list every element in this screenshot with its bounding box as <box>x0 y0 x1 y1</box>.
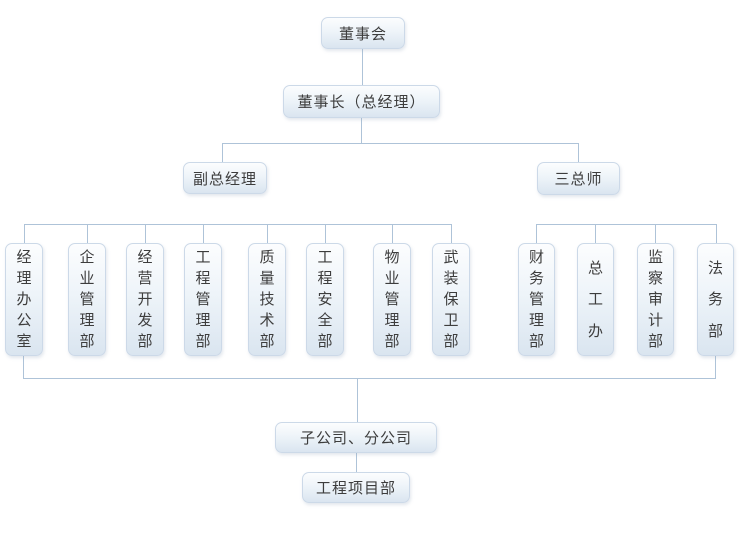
node-business-dev: 经营开发部 <box>126 243 164 356</box>
node-label: 法务部 <box>707 259 723 340</box>
node-label: 财务管理部 <box>528 249 544 350</box>
node-label: 经理办公室 <box>16 249 32 350</box>
node-three-chief-engineers: 三总师 <box>537 162 620 195</box>
connector-chiefs-drop <box>578 143 579 162</box>
node-chairman-general-manager: 董事长（总经理） <box>283 85 440 118</box>
connector-subsidiaries-drop <box>357 378 358 422</box>
node-engineering-safety: 工程安全部 <box>306 243 344 356</box>
connector-right-group-rail <box>536 224 716 225</box>
connector-right-tick-1 <box>536 224 537 243</box>
connector-left-tick-2 <box>87 224 88 243</box>
node-board-of-directors: 董事会 <box>321 17 405 49</box>
node-quality-tech: 质量技术部 <box>248 243 286 356</box>
connector-right-tick-2 <box>595 224 596 243</box>
node-property-mgmt: 物业管理部 <box>373 243 411 356</box>
connector-bottom-right-drop <box>715 354 716 378</box>
connector-left-group-rail <box>24 224 451 225</box>
connector-level2-rail <box>222 143 579 144</box>
node-label: 董事长（总经理） <box>297 94 426 111</box>
node-label: 物业管理部 <box>384 249 400 350</box>
connector-left-tick-8 <box>451 224 452 243</box>
node-label: 武装保卫部 <box>443 249 459 350</box>
node-label: 董事会 <box>338 25 387 43</box>
connector-left-tick-5 <box>267 224 268 243</box>
node-armed-security: 武装保卫部 <box>432 243 470 356</box>
connector-left-tick-7 <box>392 224 393 243</box>
connector-bottom-rail <box>23 378 716 379</box>
connector-right-tick-3 <box>655 224 656 243</box>
node-manager-office: 经理办公室 <box>5 243 43 356</box>
node-finance-mgmt: 财务管理部 <box>518 243 555 356</box>
node-subsidiaries-branches: 子公司、分公司 <box>275 422 437 453</box>
node-legal-affairs: 法务部 <box>697 243 734 356</box>
node-chief-engineer-office: 总工办 <box>577 243 614 356</box>
node-label: 工程安全部 <box>317 249 333 350</box>
node-label: 经营开发部 <box>137 249 153 350</box>
connector-deputy-drop <box>222 143 223 162</box>
connector-right-tick-4 <box>716 224 717 243</box>
connector-project-dept-drop <box>356 452 357 472</box>
connector-root-to-chairman <box>362 49 363 86</box>
connector-left-tick-6 <box>325 224 326 243</box>
node-label: 质量技术部 <box>259 249 275 350</box>
node-project-department: 工程项目部 <box>302 472 410 503</box>
node-label: 子公司、分公司 <box>299 430 412 447</box>
connector-bottom-left-drop <box>23 356 24 378</box>
connector-left-tick-1 <box>24 224 25 243</box>
node-label: 工程项目部 <box>315 480 396 497</box>
connector-left-tick-4 <box>203 224 204 243</box>
node-supervision-audit: 监察审计部 <box>637 243 674 356</box>
node-label: 工程管理部 <box>195 249 211 350</box>
node-label: 三总师 <box>554 171 603 188</box>
node-label: 监察审计部 <box>647 249 663 350</box>
node-label: 总工办 <box>587 259 603 340</box>
connector-chairman-drop <box>361 118 362 143</box>
node-engineering-mgmt: 工程管理部 <box>184 243 222 356</box>
node-label: 企业管理部 <box>79 249 95 350</box>
node-deputy-general-manager: 副总经理 <box>183 162 267 194</box>
node-label: 副总经理 <box>192 170 257 188</box>
node-enterprise-mgmt: 企业管理部 <box>68 243 106 356</box>
connector-left-tick-3 <box>145 224 146 243</box>
